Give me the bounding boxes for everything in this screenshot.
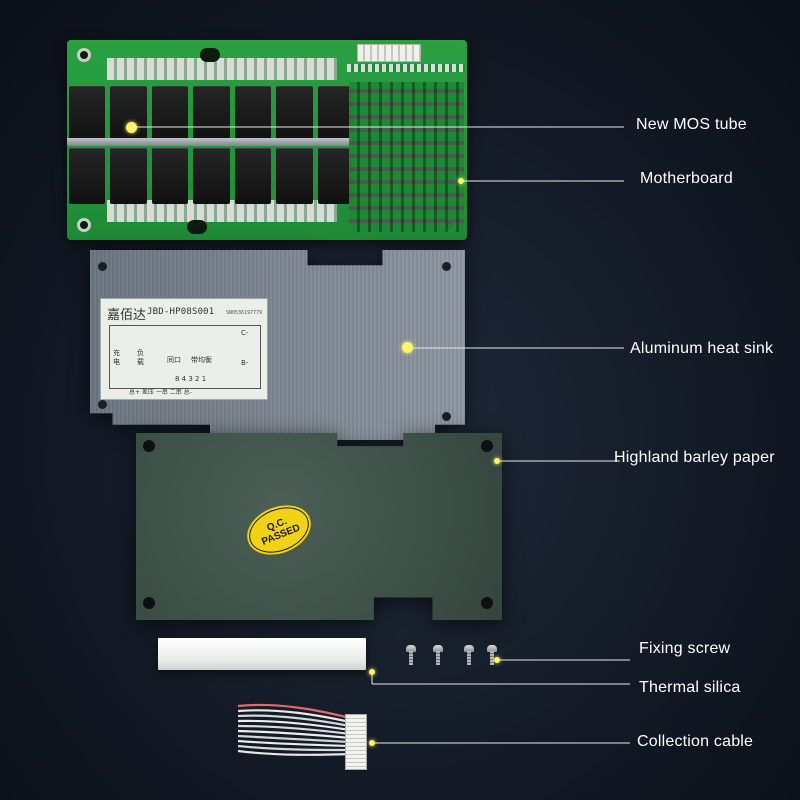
label-wiring-diagram <box>109 325 261 389</box>
copper-busbar <box>67 138 352 146</box>
label-serial: SN0536197779 <box>226 310 263 316</box>
collection-cable-wires <box>238 703 351 756</box>
paper-hole <box>481 597 493 609</box>
callout-dot-mos <box>126 122 137 133</box>
label-same-port: 同口 <box>167 356 181 364</box>
label-fixing-screw: Fixing screw <box>639 640 731 657</box>
fixing-screw <box>406 645 416 665</box>
label-c-minus: C- <box>241 329 249 337</box>
label-highland-barley-paper: Highland barley paper <box>614 449 775 466</box>
bottom-mount-slot <box>187 220 207 234</box>
callout-dot-silica <box>369 669 375 675</box>
insulation-paper-sheet <box>136 433 502 620</box>
top-mount-slot <box>200 48 220 62</box>
callout-dot-paper <box>494 458 500 464</box>
mount-hole-bottom-left <box>77 218 91 232</box>
label-model: JBD-HP08S001 <box>147 307 215 317</box>
top-solder-pads <box>107 58 337 80</box>
highland-barley-paper: Q.C. PASSED <box>136 433 502 620</box>
sink-hole <box>442 262 451 271</box>
control-circuit-area <box>349 82 464 232</box>
sink-hole <box>98 400 107 409</box>
mos-tube-row-bottom <box>67 148 354 204</box>
label-aluminum-heat-sink: Aluminum heat sink <box>630 340 774 357</box>
mount-hole-top-left <box>77 48 91 62</box>
paper-hole <box>143 597 155 609</box>
label-pins: 8 4 3 2 1 <box>175 375 207 383</box>
pin-header-row <box>347 64 465 72</box>
label-balance: 带均衡 <box>191 356 212 364</box>
label-brand: 嘉佰达 <box>107 308 147 323</box>
callout-dot-cable <box>369 740 375 746</box>
label-new-mos-tube: New MOS tube <box>636 116 747 133</box>
paper-hole <box>481 440 493 452</box>
sink-hole <box>98 262 107 271</box>
balance-connector <box>357 44 421 62</box>
callout-dot-heatsink <box>402 342 413 353</box>
motherboard-pcb <box>67 40 467 240</box>
callout-dot-screw <box>494 657 500 663</box>
fixing-screw <box>487 645 497 665</box>
fixing-screw <box>433 645 443 665</box>
label-load: 负载 <box>137 349 144 366</box>
label-motherboard: Motherboard <box>640 170 733 187</box>
callout-dot-motherboard <box>458 178 464 184</box>
label-charge: 充电 <box>113 349 120 366</box>
paper-hole <box>143 440 155 452</box>
mos-tube-row-top <box>67 86 354 142</box>
spec-label-card: 嘉佰达 JBD-HP08S001 SN0536197779 C- B- 充电 负… <box>100 298 268 400</box>
bottom-solder-pads <box>107 200 337 222</box>
label-collection-cable: Collection cable <box>637 733 754 750</box>
aluminum-heat-sink: 嘉佰达 JBD-HP08S001 SN0536197779 C- B- 充电 负… <box>90 250 465 440</box>
label-bottom-row: 总+ 差压 一串 二串 总- <box>129 389 192 396</box>
fixing-screw <box>464 645 474 665</box>
label-thermal-silica: Thermal silica <box>639 679 741 696</box>
sink-hole <box>442 412 451 421</box>
collection-cable-plug <box>345 714 367 770</box>
thermal-silica-pad <box>158 638 366 670</box>
label-b-minus: B- <box>241 359 249 367</box>
